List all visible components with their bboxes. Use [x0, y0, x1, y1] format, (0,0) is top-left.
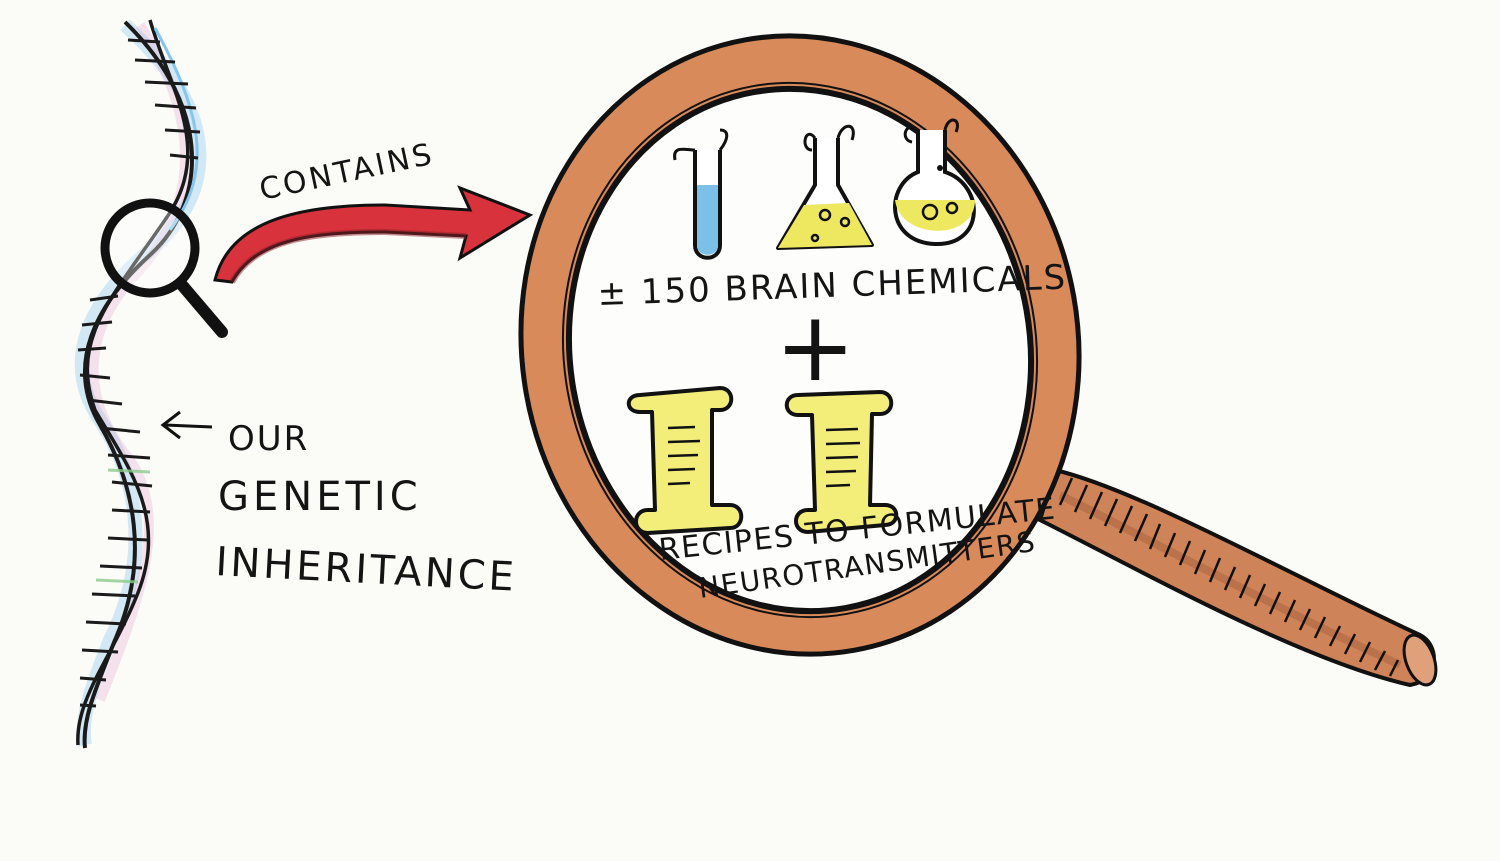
magnifying-glass — [518, 33, 1438, 688]
genetic-label-line1: OUR — [228, 419, 309, 459]
test-tube-icon — [673, 128, 729, 260]
small-magnifier-icon — [100, 198, 228, 338]
contains-arrow — [213, 185, 534, 284]
plus-sign: + — [775, 291, 855, 403]
round-flask-icon — [893, 118, 976, 247]
recipe-scroll-icon — [626, 386, 744, 535]
genetic-pointer-arrow — [160, 410, 213, 440]
genetic-label-line3: INHERITANCE — [214, 539, 517, 601]
contains-label: CONTAINS — [256, 137, 437, 208]
conical-flask-icon — [776, 124, 874, 250]
dna-helix — [74, 19, 207, 749]
recipe-scroll-icon-2 — [784, 390, 899, 534]
genetic-label-line2: GENETIC — [218, 474, 422, 520]
